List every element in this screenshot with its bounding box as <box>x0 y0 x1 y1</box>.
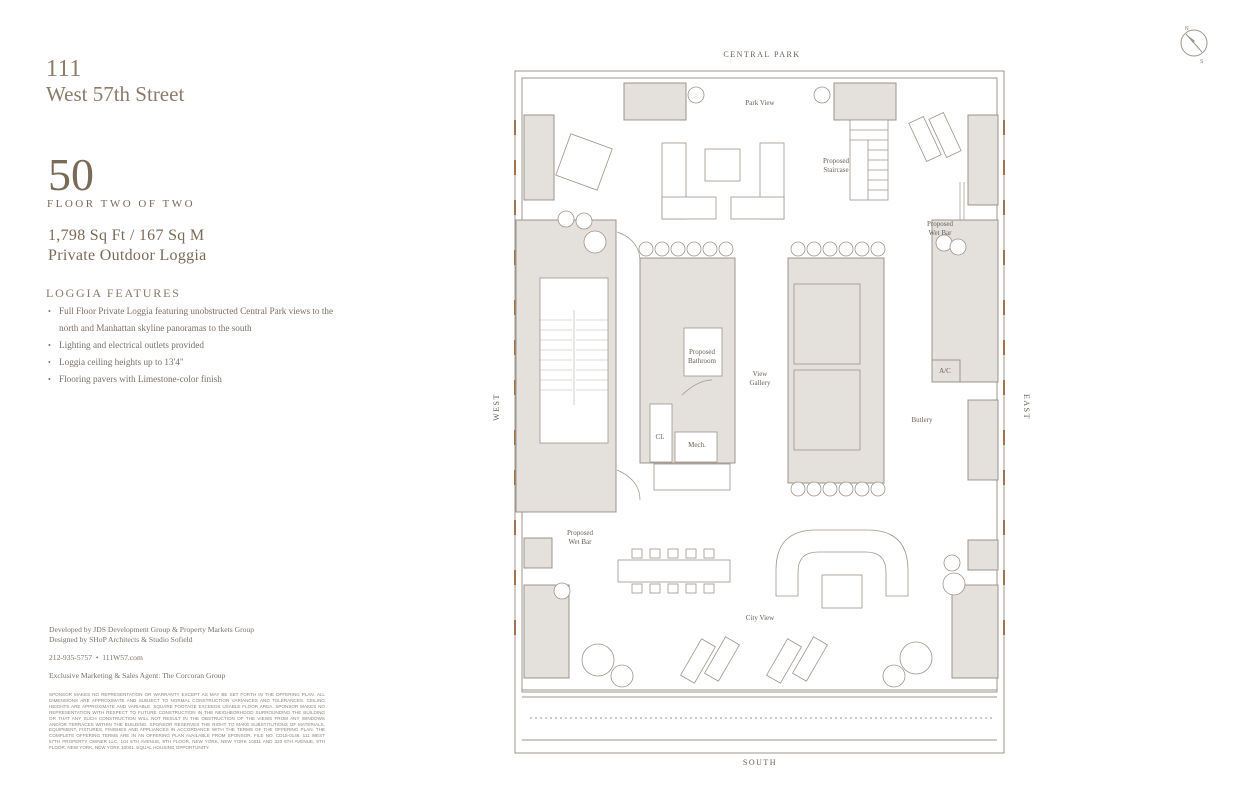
compass-icon: N S <box>1180 26 1208 65</box>
agent-credit: Exclusive Marketing & Sales Agent: The C… <box>49 671 226 680</box>
east-pier-3 <box>967 539 999 571</box>
floor-number: 50 <box>48 149 94 200</box>
proposed-staircase <box>849 119 889 201</box>
credits: Developed by JDS Development Group & Pro… <box>49 625 339 681</box>
gallery-core <box>787 257 885 484</box>
floor-label: FLOOR TWO OF TWO <box>47 198 196 210</box>
label-butlery: Butlery <box>912 416 933 424</box>
compass-south: S <box>1200 59 1204 65</box>
west-pier-2 <box>523 537 553 569</box>
label-wetbar-east-1: Proposed <box>927 220 954 228</box>
dining-table <box>617 548 731 594</box>
label-park-view: Park View <box>745 99 775 107</box>
east-pier-1 <box>967 114 999 206</box>
contact-line: 212-935-5757 • 111W57.com <box>49 653 339 663</box>
label-wetbar-west-2: Wet Bar <box>569 538 593 546</box>
outer-wall <box>514 70 1005 754</box>
area-info: 1,798 Sq Ft / 167 Sq M Private Outdoor L… <box>48 226 207 266</box>
label-bathroom-1: Proposed <box>689 348 716 356</box>
features-title: LOGGIA FEATURES <box>46 286 181 300</box>
label-staircase-2: Staircase <box>823 166 848 174</box>
north-sofa-group <box>661 142 785 220</box>
ac-unit <box>931 359 961 383</box>
features-list: Full Floor Private Loggia featuring unob… <box>46 303 346 388</box>
sun-loungers <box>680 636 828 684</box>
label-closet: CL <box>656 433 665 441</box>
feature-item: Full Floor Private Loggia featuring unob… <box>46 303 346 337</box>
label-gallery: Gallery <box>750 379 771 387</box>
east-pier-4 <box>951 584 999 679</box>
legal-disclaimer: Sponsor makes no representation or warra… <box>49 692 325 751</box>
label-wetbar-east-2: Wet Bar <box>929 229 953 237</box>
label-west: WEST <box>492 393 501 421</box>
separator-dot: • <box>95 653 99 662</box>
north-column-right <box>833 82 897 121</box>
developer-credit: Developed by JDS Development Group & Pro… <box>49 625 254 634</box>
compass-north: N <box>1185 26 1189 32</box>
building-street: West 57th Street <box>46 82 185 106</box>
label-east: EAST <box>1022 394 1031 420</box>
phone-number[interactable]: 212-935-5757 <box>49 653 93 662</box>
label-bathroom-2: Bathroom <box>688 357 717 365</box>
planters <box>553 86 967 688</box>
feature-item: Flooring pavers with Limestone-color fin… <box>46 371 346 388</box>
label-mech: Mech. <box>688 441 706 449</box>
label-ac: A/C <box>939 367 951 375</box>
label-view: View <box>753 370 769 378</box>
building-number: 111 <box>46 56 82 82</box>
west-pier-1 <box>523 114 555 201</box>
building-name: 111 West 57th Street <box>46 56 336 106</box>
area-size: 1,798 Sq Ft / 167 Sq M <box>48 227 205 244</box>
label-staircase-1: Proposed <box>823 157 850 165</box>
feature-item: Loggia ceiling heights up to 13'4" <box>46 354 346 371</box>
label-south: SOUTH <box>743 758 777 767</box>
curved-sofa <box>775 529 909 609</box>
area-type: Private Outdoor Loggia <box>48 247 207 264</box>
facade-fins <box>514 120 1005 635</box>
north-column-left <box>623 82 687 121</box>
label-wetbar-west-1: Proposed <box>567 529 594 537</box>
label-central-park: CENTRAL PARK <box>723 50 800 59</box>
feature-item: Lighting and electrical outlets provided <box>46 337 346 354</box>
west-pier-3 <box>523 584 570 679</box>
designer-credit: Designed by SHoP Architects & Studio Sof… <box>49 635 193 644</box>
east-pier-2 <box>967 399 999 481</box>
website-link[interactable]: 111W57.com <box>102 653 143 662</box>
label-city-view: City View <box>746 614 775 622</box>
